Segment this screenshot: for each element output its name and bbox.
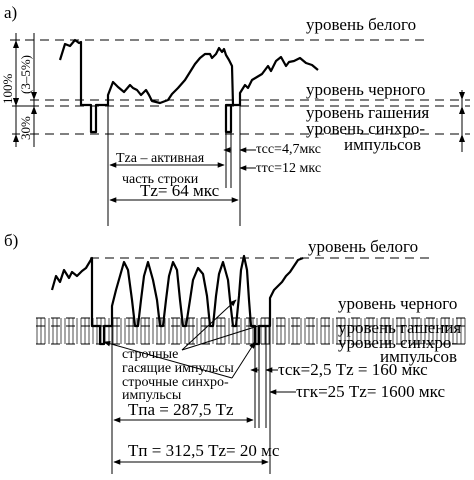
white-level-label-a: уровень белого [306, 15, 416, 34]
black-level-label-a: уровень черного [306, 80, 425, 99]
line-sync-label: строчные синхро- [122, 375, 229, 390]
line-blank-label: строчные [122, 347, 178, 362]
line-sync-label-2: импульсы [122, 388, 182, 403]
blank-level-label-a: уровень гашения [306, 103, 429, 122]
tau-tc-label: τтс=12 мкс [256, 161, 321, 176]
pct-100-label: 100% [0, 74, 15, 105]
blanking-band-right [326, 318, 468, 344]
active-part-label: Tzа – активная [116, 151, 205, 166]
t-pa-label: Tпа = 287,5 Tz [128, 400, 234, 419]
blank-level-label-b: уровень гашения [338, 318, 461, 337]
panel-a: а) 100% (3–5%) 30% уровень белого уровен… [0, 3, 470, 226]
tau-cc-label: τсс=4,7мкс [256, 142, 321, 157]
panel-b-label: б) [4, 231, 18, 250]
tau-ck-label: τск=2,5 Tz = 160 мкс [278, 360, 428, 379]
video-signal-a [58, 38, 319, 134]
panel-a-label: а) [4, 3, 17, 22]
sync-level-label-b-2: импульсов [380, 347, 457, 366]
active-part-label-2: часть строки [122, 172, 199, 187]
panel-b: б) уровень белого уровень черного уровен… [4, 231, 470, 474]
line-blank-label-2: гасящие импульсы [122, 361, 234, 376]
pct-30-label: 30% [18, 116, 33, 140]
blanking-band [36, 318, 326, 344]
sync-level-label-a-2: импульсов [344, 135, 421, 154]
video-signal-b [50, 254, 304, 346]
tau-gk-label: τгк=25 Tz= 1600 мкс [296, 382, 446, 401]
white-level-label-b: уровень белого [308, 237, 418, 256]
sync-level-label-a: уровень синхро- [306, 119, 425, 138]
tz-label: Tz= 64 мкс [140, 181, 220, 200]
t-p-label: Tп = 312,5 Tz= 20 мс [128, 441, 280, 460]
sync-level-label-b: уровень синхро- [338, 333, 457, 352]
black-level-label-b: уровень черного [338, 294, 457, 313]
pct-3-5-label: (3–5%) [18, 55, 33, 94]
